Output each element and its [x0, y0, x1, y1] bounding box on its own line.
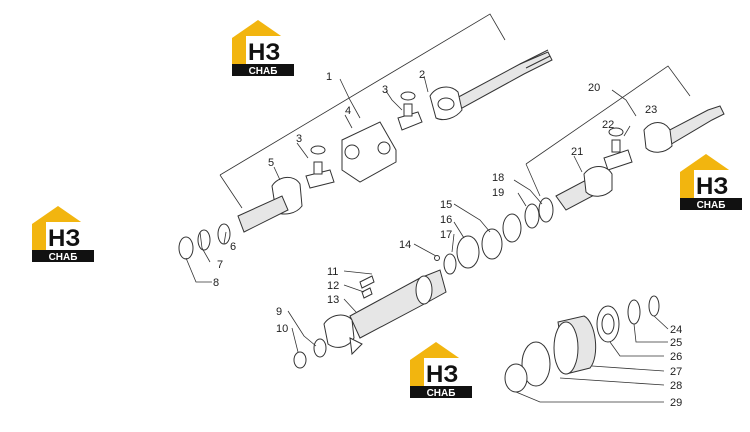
- callout-19: 19: [492, 187, 504, 199]
- callout-24: 24: [670, 324, 682, 336]
- logo-right: НЗ СНАБ: [680, 154, 742, 211]
- callout-18: 18: [492, 172, 504, 184]
- svg-text:СНАБ: СНАБ: [427, 388, 456, 399]
- svg-text:НЗ: НЗ: [426, 361, 458, 388]
- logo-top: НЗ СНАБ: [232, 20, 294, 77]
- callout-17: 17: [440, 229, 452, 241]
- callout-3-upper: 3: [382, 84, 388, 96]
- svg-text:СНАБ: СНАБ: [249, 66, 278, 77]
- svg-text:НЗ: НЗ: [48, 225, 80, 252]
- callout-28: 28: [670, 380, 682, 392]
- callout-21: 21: [571, 146, 583, 158]
- logo-bottom: НЗ СНАБ: [410, 342, 472, 399]
- callout-11: 11: [327, 266, 338, 278]
- callout-14: 14: [399, 239, 411, 251]
- callout-13: 13: [327, 294, 339, 306]
- callout-labels: 1 2 3 3 4 5 6 7 8 9 10 11 12 13 14 15 16…: [213, 69, 682, 409]
- callout-1: 1: [326, 71, 332, 83]
- callout-25: 25: [670, 337, 682, 349]
- callout-26: 26: [670, 351, 682, 363]
- callout-3-lower: 3: [296, 133, 302, 145]
- callout-2: 2: [419, 69, 425, 81]
- logo-left: НЗ СНАБ: [32, 206, 94, 263]
- assembly-group-20: [555, 105, 725, 211]
- callout-10: 10: [276, 323, 288, 335]
- callout-12: 12: [327, 280, 339, 292]
- svg-text:НЗ: НЗ: [248, 39, 280, 66]
- assembly-group-1: [178, 49, 553, 260]
- callout-6: 6: [230, 241, 236, 253]
- leader-lines: [185, 13, 691, 403]
- assembly-group-bearing: [504, 295, 660, 393]
- callout-5: 5: [268, 157, 274, 169]
- callout-15: 15: [440, 199, 452, 211]
- callout-7: 7: [217, 259, 223, 271]
- assembly-group-shaft: [293, 197, 554, 369]
- callout-9: 9: [276, 306, 282, 318]
- callout-4: 4: [345, 105, 351, 117]
- callout-23: 23: [645, 104, 657, 116]
- callout-8: 8: [213, 277, 219, 289]
- callout-27: 27: [670, 366, 682, 378]
- callout-20: 20: [588, 82, 600, 94]
- callout-29: 29: [670, 397, 682, 409]
- callout-22: 22: [602, 119, 614, 131]
- svg-text:НЗ: НЗ: [696, 173, 728, 200]
- svg-text:СНАБ: СНАБ: [49, 252, 78, 263]
- svg-text:СНАБ: СНАБ: [697, 200, 726, 211]
- callout-16: 16: [440, 214, 452, 226]
